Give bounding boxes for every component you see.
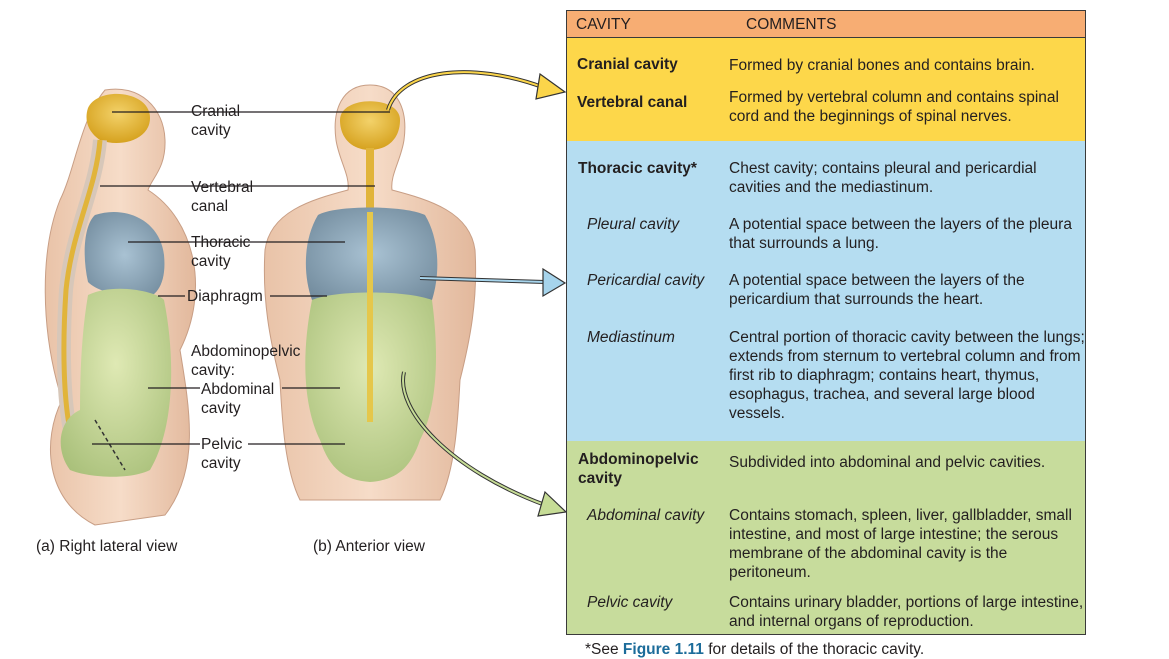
row-pelvic-cavity-name: Pelvic cavity (587, 594, 673, 611)
row-cranial-cavity-comment: Formed by cranial bones and contains bra… (729, 57, 1035, 74)
label-diaphragm: Diaphragm (187, 288, 263, 305)
row-pelvic-cavity-comment: Contains urinary bladder, portions of la… (729, 594, 1084, 630)
arrow-to-abdominopelvic-head (537, 490, 568, 517)
arrow-to-dorsal-fill (387, 71, 546, 111)
label-pelvic-line1: Pelvic (201, 436, 243, 453)
leader-lines (92, 111, 390, 445)
arrow-to-thoracic-head (542, 267, 567, 298)
lateral-abdominopelvic-cavity (60, 288, 172, 477)
row-pericardial-cavity-name: Pericardial cavity (587, 272, 705, 289)
lateral-view-figure (44, 88, 197, 526)
label-cranial-line2: cavity (191, 122, 231, 139)
label-abdominal-cavity: Abdominal cavity (201, 380, 274, 418)
header-cavity: CAVITY (576, 16, 631, 33)
label-pelvic-line2: cavity (201, 455, 241, 472)
table-header: CAVITY COMMENTS (567, 11, 1085, 38)
lateral-cranial-cavity (86, 93, 150, 144)
label-vertebral-canal: Vertebral canal (191, 178, 253, 216)
label-abdominopelvic-line1: Abdominopelvic (191, 343, 301, 360)
footnote-suffix: for details of the thoracic cavity. (703, 641, 925, 658)
row-cranial-cavity-name: Cranial cavity (577, 56, 678, 73)
anterior-cranial-cavity (340, 101, 400, 150)
label-abdominal-line1: Abdominal (201, 381, 275, 398)
footnote-prefix: *See (585, 641, 623, 658)
arrow-to-dorsal (386, 70, 546, 111)
row-mediastinum-comment: Central portion of thoracic cavity betwe… (729, 329, 1085, 422)
row-vertebral-canal-comment: Formed by vertebral column and contains … (729, 89, 1059, 125)
row-abdominopelvic-cavity-name: Abdominopelvic cavity (578, 451, 699, 487)
row-mediastinum-name: Mediastinum (587, 329, 675, 346)
row-abdominal-cavity-name: Abdominal cavity (587, 507, 705, 524)
label-pelvic-cavity: Pelvic cavity (201, 435, 242, 473)
caption-right-lateral-view: (a) Right lateral view (36, 538, 178, 555)
table-connectors (386, 70, 568, 517)
label-vertebral-line1: Vertebral (191, 179, 254, 196)
footnote-figure-link[interactable]: Figure 1.11 (622, 641, 704, 658)
label-vertebral-line2: canal (191, 198, 229, 215)
arrow-to-dorsal-head (535, 72, 567, 100)
table-footnote: *See Figure 1.11 for details of the thor… (585, 641, 924, 659)
row-pericardial-cavity-comment: A potential space between the layers of … (729, 272, 1025, 308)
arrow-to-thoracic-fill (419, 277, 546, 283)
row-abdominopelvic-cavity-comment: Subdivided into abdominal and pelvic cav… (729, 454, 1046, 471)
row-abdominal-cavity-comment: Contains stomach, spleen, liver, gallbla… (729, 507, 1072, 581)
row-vertebral-canal-name: Vertebral canal (577, 94, 688, 111)
header-comments: COMMENTS (746, 16, 837, 33)
label-thoracic-cavity: Thoracic cavity (191, 233, 250, 271)
anterior-view-figure (263, 84, 477, 501)
lateral-vertebral-canal (61, 139, 103, 431)
anterior-spine (367, 212, 373, 422)
row-thoracic-cavity-comment: Chest cavity; contains pleural and peric… (729, 160, 1037, 196)
label-cranial-line1: Cranial (191, 103, 241, 120)
row-pleural-cavity-name: Pleural cavity (587, 216, 680, 233)
lateral-pelvic-divider (94, 419, 126, 471)
label-abdominopelvic-line2: cavity: (191, 362, 235, 379)
anterior-vertebral-canal (366, 148, 374, 213)
cavity-table: CAVITY COMMENTS Cranial cavity Formed by… (566, 10, 1086, 635)
band-abdominopelvic (567, 441, 1085, 634)
band-thoracic (567, 141, 1085, 441)
row-pleural-cavity-comment: A potential space between the layers of … (729, 216, 1072, 252)
label-thoracic-line1: Thoracic (191, 234, 251, 251)
caption-anterior-view: (b) Anterior view (313, 538, 425, 555)
label-cranial-cavity: Cranial cavity (191, 102, 240, 140)
label-abdominal-line2: cavity (201, 400, 241, 417)
label-abdominopelvic-cavity: Abdominopelvic cavity: (191, 342, 300, 380)
arrow-to-abdominopelvic-fill (402, 371, 546, 506)
band-dorsal (567, 38, 1085, 141)
lateral-thoracic-cavity (84, 211, 165, 299)
row-thoracic-cavity-name: Thoracic cavity* (578, 160, 697, 177)
label-thoracic-line2: cavity (191, 253, 231, 270)
